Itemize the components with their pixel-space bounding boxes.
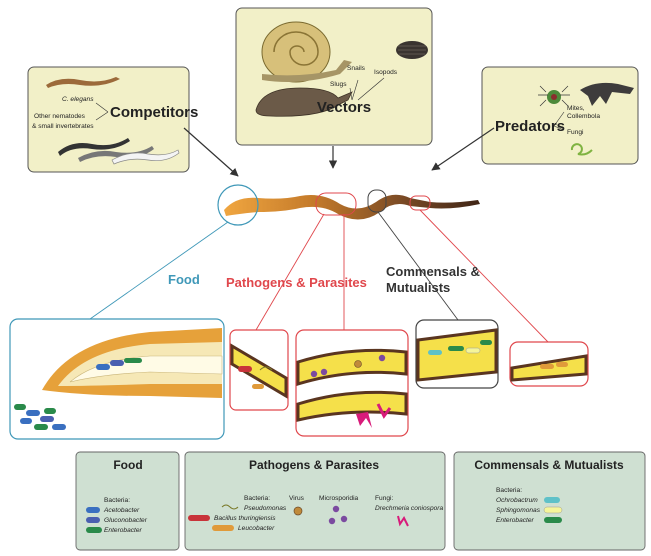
small-invertebrates-label: & small invertebrates bbox=[32, 123, 94, 130]
microsporidia-label: Microsporidia bbox=[319, 495, 359, 502]
predators-box: Mites, Collembola Fungi Predators bbox=[481, 66, 639, 165]
pathogen-zoom-panel-3 bbox=[509, 341, 589, 387]
nematode-grey-icon bbox=[78, 146, 154, 162]
c-elegans-label: C. elegans bbox=[62, 96, 94, 103]
enterobacter-swatch bbox=[86, 527, 102, 533]
isopod-icon bbox=[396, 41, 428, 59]
leucobacter-swatch bbox=[212, 525, 234, 531]
predators-title: Predators bbox=[495, 118, 565, 135]
commensals-item-1: Sphingomonas bbox=[496, 507, 541, 514]
food-legend-bacteria-label: Bacteria: bbox=[104, 497, 130, 504]
food-zoom-panel bbox=[9, 318, 225, 440]
commensals-category-label-1: Commensals & bbox=[386, 264, 480, 279]
food-legend-title: Food bbox=[113, 458, 142, 472]
pathogen-zoom-line-1 bbox=[255, 213, 325, 331]
vectors-box: Snails Slugs Isopods Vectors bbox=[235, 7, 433, 146]
pathogens-category-label: Pathogens & Parasites bbox=[226, 275, 367, 290]
pathogen-zoom-panel-1 bbox=[229, 329, 289, 411]
commensals-item-0: Ochrobactrum bbox=[496, 497, 538, 504]
pathogens-legend-bacteria-label: Bacteria: bbox=[244, 495, 270, 502]
food-category-label: Food bbox=[168, 272, 200, 287]
commensals-legend: Commensals & Mutualists Bacteria: Ochrob… bbox=[453, 451, 646, 551]
collembola-icon bbox=[580, 82, 634, 106]
pseudomonas-swatch bbox=[221, 504, 239, 510]
commensals-legend-title: Commensals & Mutualists bbox=[474, 458, 624, 472]
virus-label: Virus bbox=[289, 495, 305, 502]
central-nematode bbox=[224, 194, 480, 220]
commensal-zoom-region bbox=[367, 189, 387, 213]
pathogens-bacteria-0: Pseudomonas bbox=[244, 505, 287, 512]
commensal-zoom-line bbox=[377, 211, 459, 321]
slug-icon bbox=[255, 87, 353, 117]
other-nematodes-label: Other nematodes bbox=[34, 113, 86, 120]
nematode-black-icon bbox=[58, 138, 130, 156]
mite-icon bbox=[538, 85, 570, 107]
commensal-zoom-panel bbox=[415, 319, 499, 389]
pathogens-bacteria-1: Bacillus thuringiensis bbox=[214, 515, 276, 522]
pathogen-zoom-panel-2 bbox=[295, 329, 409, 437]
acetobacter-swatch bbox=[86, 507, 100, 513]
pathogen-zoom-region bbox=[315, 192, 357, 216]
gluconobacter-cell bbox=[110, 360, 124, 366]
vectors-title: Vectors bbox=[317, 99, 371, 116]
isopods-label: Isopods bbox=[374, 69, 398, 76]
bacillus-swatch bbox=[188, 515, 210, 521]
pathogens-legend-title: Pathogens & Parasites bbox=[249, 458, 379, 472]
pathogen-zoom-line-3 bbox=[419, 209, 549, 343]
pathogens-bacteria-2: Leucobacter bbox=[238, 525, 275, 532]
fungi-legend-label: Fungi: bbox=[375, 495, 393, 502]
collembola-label: Collembola bbox=[567, 113, 600, 120]
enterobacter-cell bbox=[124, 358, 142, 363]
commensals-item-2: Enterobacter bbox=[496, 517, 535, 524]
bacteria-cluster bbox=[14, 404, 66, 430]
commensal-enterobacter-swatch bbox=[544, 517, 562, 523]
food-legend-item-1: Gluconobacter bbox=[104, 517, 148, 524]
competitors-arrow bbox=[183, 127, 239, 177]
virus-icon bbox=[293, 506, 303, 516]
snails-label: Snails bbox=[347, 65, 366, 72]
food-zoom-line bbox=[89, 221, 229, 320]
competitors-title: Competitors bbox=[110, 104, 198, 121]
c-elegans-worm-icon bbox=[46, 77, 120, 88]
sphingomonas-swatch bbox=[543, 506, 563, 514]
food-legend-item-2: Enterobacter bbox=[104, 527, 143, 534]
pathogens-legend: Pathogens & Parasites Bacteria: Pseudomo… bbox=[184, 451, 446, 551]
fungi-loop-icon bbox=[570, 143, 593, 156]
snail-icon bbox=[261, 21, 352, 83]
acetobacter-cell bbox=[96, 364, 110, 370]
gluconobacter-swatch bbox=[86, 517, 100, 523]
predators-arrow bbox=[431, 127, 495, 171]
microsporidia-icon bbox=[332, 505, 340, 513]
food-legend-item-0: Acetobacter bbox=[103, 507, 140, 514]
drechmeria-icon bbox=[397, 515, 409, 527]
commensals-category-label-2: Mutualists bbox=[386, 280, 450, 295]
food-zoom-circle bbox=[217, 184, 259, 226]
slugs-label: Slugs bbox=[330, 81, 347, 88]
mites-label: Mites, bbox=[567, 105, 585, 112]
commensals-legend-bacteria-label: Bacteria: bbox=[496, 487, 522, 494]
ochrobactrum-swatch bbox=[544, 497, 560, 503]
fungi-label: Fungi bbox=[567, 129, 584, 136]
competitors-box: C. elegans Other nematodes & small inver… bbox=[27, 66, 198, 173]
nematode-white-icon bbox=[111, 149, 180, 165]
food-legend: Food Bacteria: Acetobacter Gluconobacter… bbox=[75, 451, 180, 551]
drechmeria-label: Drechmeria coniospora bbox=[375, 505, 443, 512]
